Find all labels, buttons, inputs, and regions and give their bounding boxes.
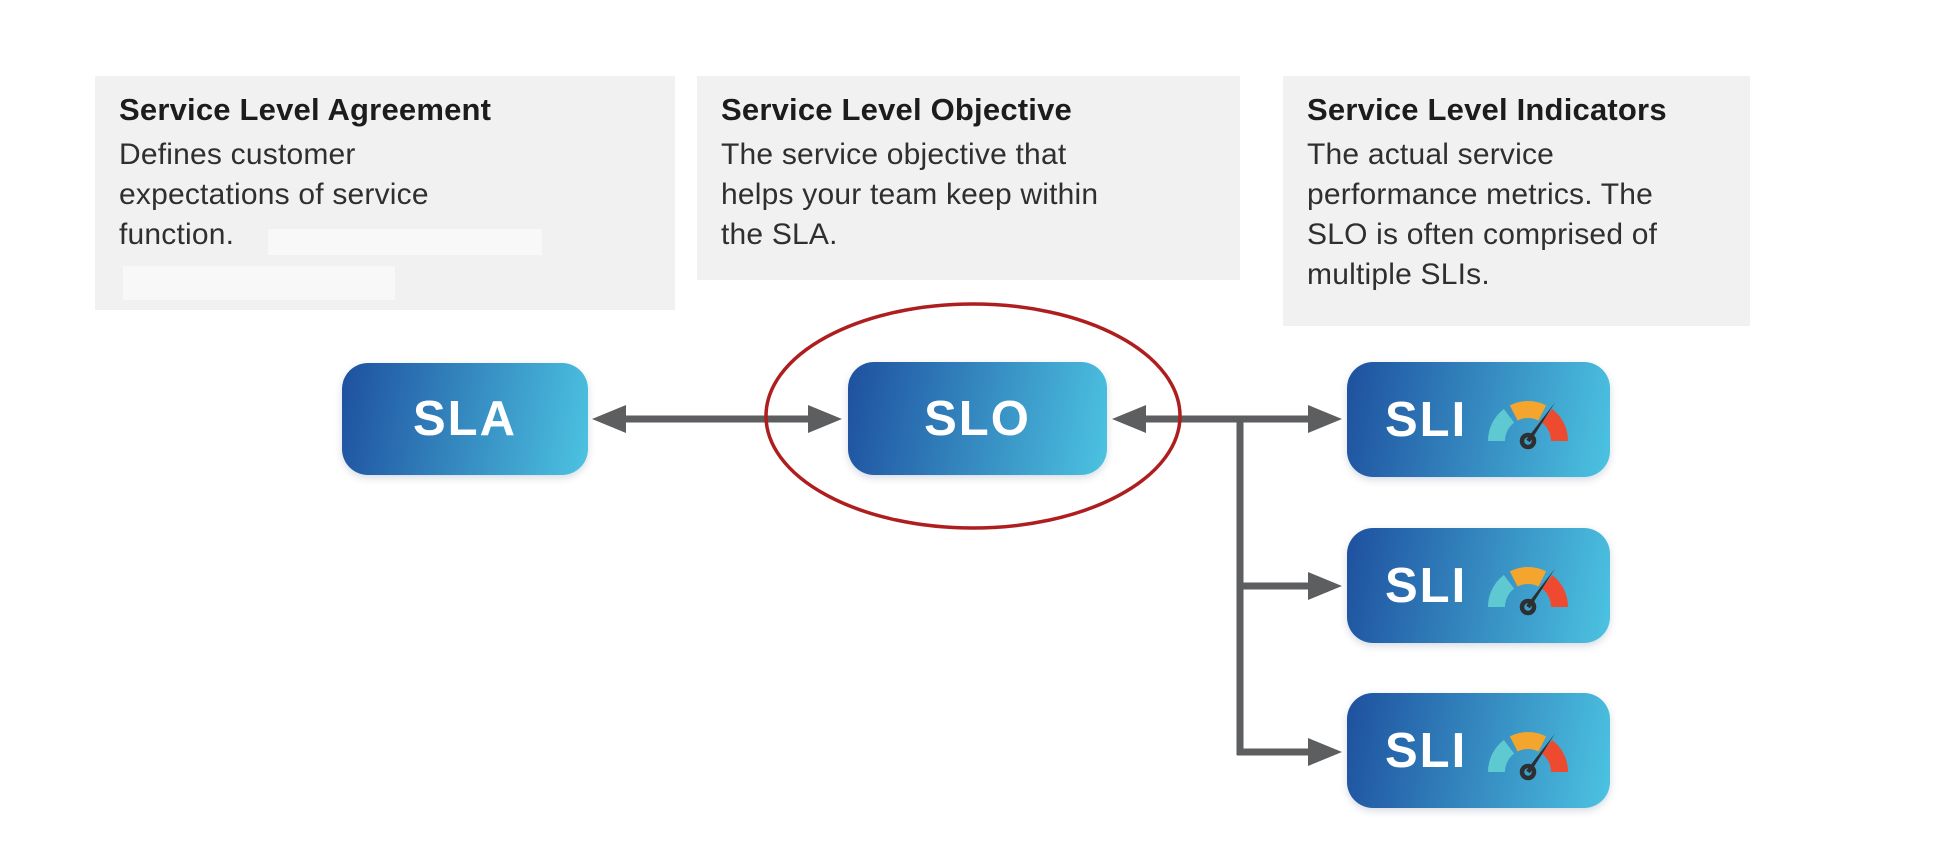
arrowhead-left-icon: [592, 405, 626, 433]
card-body-slo: The service objective that helps your te…: [721, 138, 1099, 251]
node-slo-label: SLO: [924, 391, 1031, 446]
card-title-slo: Service Level Objective: [721, 92, 1072, 127]
arrowhead-right-icon: [1308, 572, 1342, 600]
card-body-sli: The actual service performance metrics. …: [1307, 138, 1658, 291]
redacted-text-block: [268, 229, 542, 255]
description-card-sli: Service Level Indicators The actual serv…: [1283, 76, 1750, 326]
gauge-icon: [1487, 400, 1569, 449]
card-title-sli: Service Level Indicators: [1307, 92, 1667, 127]
arrowhead-left-icon: [1112, 405, 1146, 433]
arrowhead-right-icon: [1308, 405, 1342, 433]
node-slo: SLO: [848, 362, 1107, 475]
card-body-sla: Defines customer expectations of service…: [119, 138, 429, 251]
gauge-icon: [1487, 566, 1569, 615]
arrowhead-right-icon: [1308, 738, 1342, 766]
node-sli-label: SLI: [1385, 723, 1468, 778]
arrowhead-right-icon: [808, 405, 842, 433]
node-sli-1: SLI: [1347, 362, 1610, 477]
node-sli-3: SLI: [1347, 693, 1610, 808]
description-card-slo: Service Level Objective The service obje…: [697, 76, 1240, 280]
node-sla: SLA: [342, 363, 588, 475]
node-sli-label: SLI: [1385, 392, 1468, 447]
card-title-sla: Service Level Agreement: [119, 92, 492, 127]
node-sla-label: SLA: [413, 392, 517, 446]
gauge-icon: [1487, 731, 1569, 780]
redacted-text-block: [123, 266, 395, 300]
node-sli-2: SLI: [1347, 528, 1610, 643]
node-sli-label: SLI: [1385, 558, 1468, 613]
